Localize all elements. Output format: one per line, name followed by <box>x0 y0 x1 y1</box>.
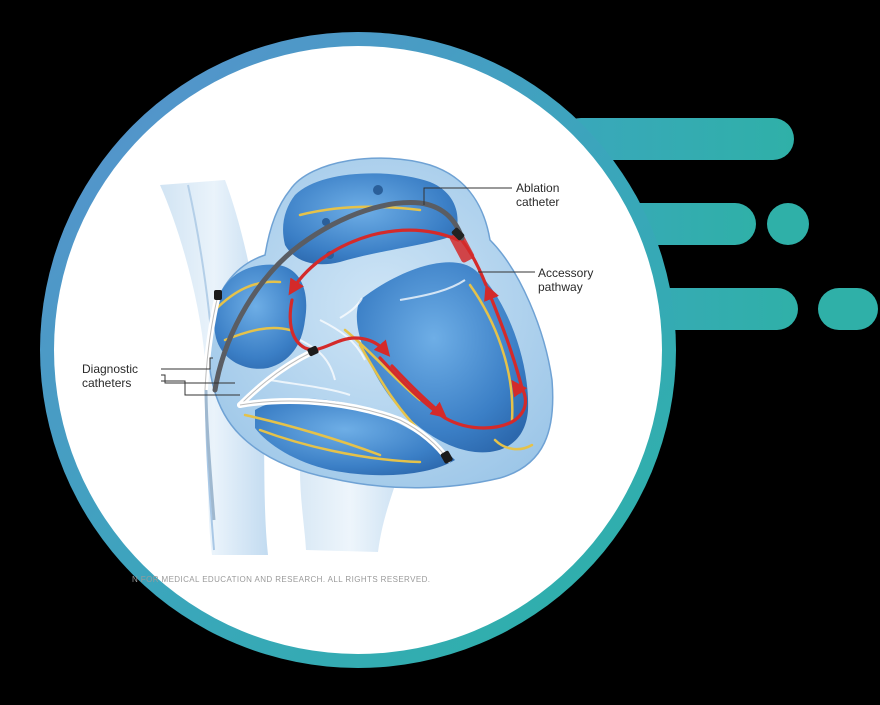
diagnostic-catheters-label: Diagnostic catheters <box>82 362 139 390</box>
deco-pill <box>818 288 878 330</box>
right-ventricle <box>255 398 455 476</box>
leader-lines <box>161 187 535 396</box>
diagnostic-catheters <box>202 290 453 521</box>
ablation-catheter-label: Ablation catheter <box>516 181 560 209</box>
deco-bar-1 <box>560 118 794 160</box>
pathway-top <box>288 228 460 296</box>
valve-details <box>269 279 466 396</box>
left-atrium <box>283 173 458 265</box>
pathway-lower <box>390 364 447 419</box>
ablation-catheter <box>212 200 465 393</box>
right-atrium <box>214 264 307 369</box>
accessory-pathway-label: Accessory pathway <box>538 266 594 294</box>
accessory-pathway <box>449 231 475 263</box>
pathway-lv-apex <box>378 356 528 430</box>
pathway-lv-wall <box>484 284 524 390</box>
deco-dot-1 <box>767 203 809 245</box>
copyright-notice: N FOR MEDICAL EDUCATION AND RESEARCH. AL… <box>132 575 431 584</box>
pathway-septum <box>288 298 391 357</box>
reentry-circuit <box>288 228 528 430</box>
